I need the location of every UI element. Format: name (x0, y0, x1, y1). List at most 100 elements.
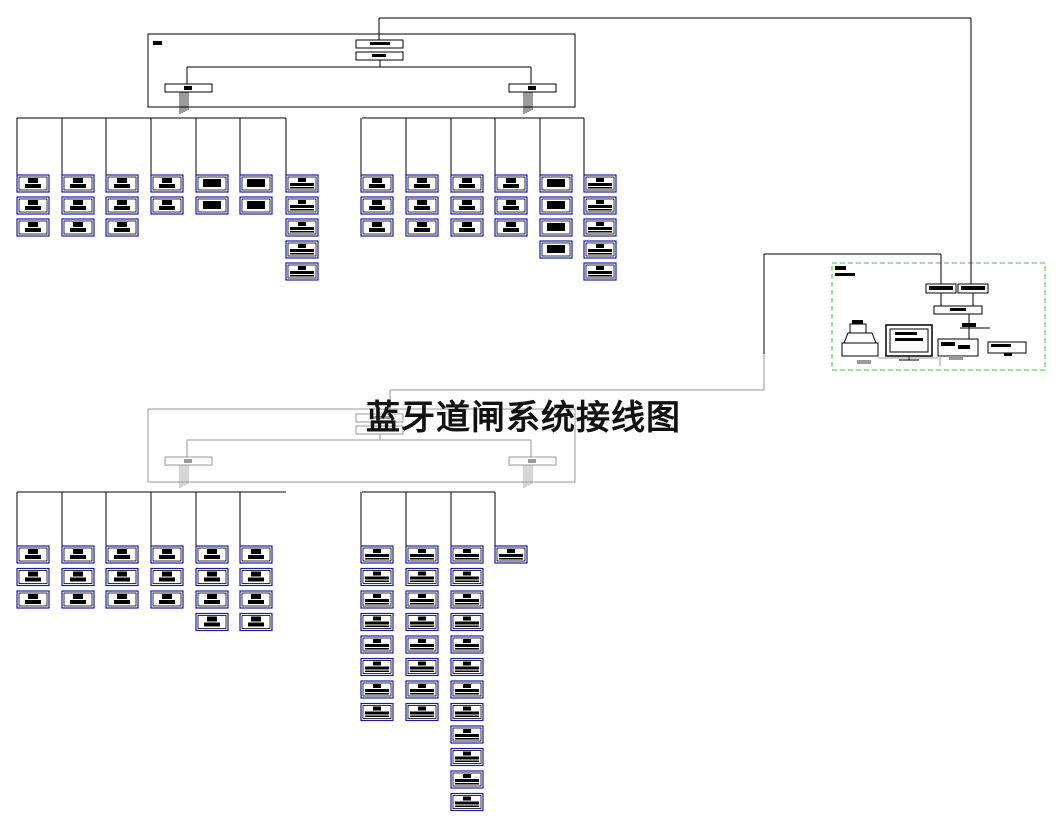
device-inner (197, 615, 227, 629)
device-inner (585, 242, 615, 257)
device-inner (18, 592, 48, 607)
device-frame (405, 174, 439, 193)
device-inner (452, 682, 482, 697)
gate-device (405, 218, 439, 237)
device-label-bar (499, 554, 523, 557)
device-frame (195, 590, 229, 609)
gate-device (405, 702, 439, 722)
device-port (28, 222, 38, 227)
device-label-bar (410, 715, 434, 717)
device-inner (407, 637, 437, 652)
switch-cabinet-frame (147, 408, 576, 483)
device-inner (152, 198, 182, 213)
device-label-bar (365, 558, 389, 560)
gate-device (360, 612, 394, 632)
device-inner (362, 615, 392, 629)
gate-device (105, 196, 139, 215)
device-label-bar (204, 622, 220, 627)
gate-device (450, 196, 484, 215)
printer-body (841, 342, 879, 357)
device-inner (407, 547, 437, 562)
gate-device (450, 747, 484, 767)
device-inner (407, 660, 437, 674)
device-port (73, 200, 83, 205)
device-inner (287, 264, 317, 279)
device-inner (241, 176, 271, 191)
device-frame (16, 590, 50, 609)
gate-device (360, 590, 394, 609)
control-room-border (831, 262, 1046, 371)
device-port (28, 571, 38, 577)
device-port (207, 616, 217, 622)
gate-device (150, 567, 184, 587)
gate-device (61, 174, 95, 193)
device-label-bar (410, 603, 434, 605)
device-port (207, 594, 217, 599)
gate-device (61, 590, 95, 609)
device-inner (241, 547, 271, 562)
device-label-bar (204, 600, 220, 604)
gate-device (239, 612, 273, 632)
device-inner (197, 570, 227, 584)
gate-device (583, 196, 617, 215)
device-port (298, 266, 306, 270)
device-port (162, 200, 172, 205)
device-port (251, 571, 261, 577)
gate-device (360, 567, 394, 587)
device-port (463, 549, 471, 553)
device-inner (496, 198, 526, 213)
device-frame (61, 196, 95, 215)
device-label-bar (503, 206, 519, 210)
device-frame (105, 590, 139, 609)
gate-device (195, 174, 229, 193)
device-label-bar (588, 187, 612, 189)
device-inner (452, 705, 482, 719)
device-inner (152, 592, 182, 607)
device-label-bar (410, 558, 434, 560)
device-label-bar (114, 206, 130, 210)
gate-device (16, 218, 50, 237)
gate-device (583, 240, 617, 259)
device-display (203, 179, 221, 187)
device-inner (362, 570, 392, 584)
monitor-bezel (889, 328, 929, 353)
device-port (418, 616, 426, 621)
device-inner (107, 592, 137, 607)
device-port (463, 616, 471, 621)
gate-device (16, 174, 50, 193)
device-inner (241, 570, 271, 584)
device-inner (197, 547, 227, 562)
device-label-bar (588, 275, 612, 277)
device-frame (150, 590, 184, 609)
device-frame (450, 196, 484, 215)
device-inner (63, 592, 93, 607)
device-port (596, 244, 604, 248)
gate-device (195, 545, 229, 564)
device-port (298, 178, 306, 182)
device-port (251, 616, 261, 622)
device-frame (239, 590, 273, 609)
device-label-bar (248, 600, 264, 604)
device-label-bar (114, 577, 130, 582)
device-frame (239, 567, 273, 587)
device-inner (362, 198, 392, 213)
device-label-bar (159, 577, 175, 582)
device-label-bar (248, 577, 264, 582)
device-port (596, 200, 604, 204)
control-room-tag (835, 266, 846, 270)
device-label-bar (410, 711, 434, 715)
device-port (372, 222, 382, 227)
device-frame (494, 218, 528, 237)
device-label-bar (410, 693, 434, 695)
device-inner (241, 198, 271, 213)
device-port (417, 222, 427, 227)
gate-device (195, 196, 229, 215)
gate-device (539, 218, 573, 237)
device-frame (105, 196, 139, 215)
device-label-bar (455, 648, 479, 650)
switch-label (950, 308, 966, 311)
gate-device (450, 590, 484, 609)
host-drive (941, 342, 955, 346)
device-inner (496, 176, 526, 191)
